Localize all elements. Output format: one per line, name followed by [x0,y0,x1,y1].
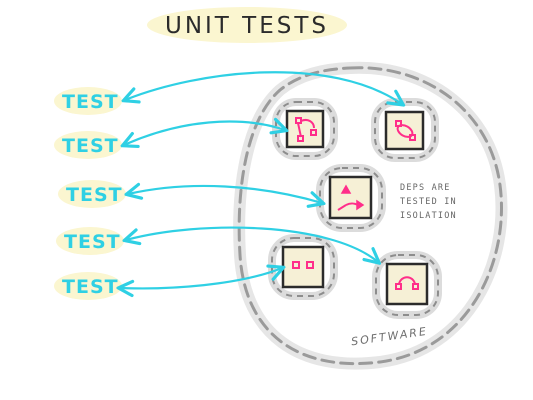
test-arrow [125,71,402,104]
test-highlight [58,180,126,208]
note-line: TESTED IN [400,197,457,207]
unit-halo-dash [375,254,439,316]
unit-halo-dash [374,101,436,159]
path-curve-icon [295,117,317,142]
test-arrow [120,268,282,288]
unit-square [281,245,325,289]
test-highlight [56,227,124,255]
note-line: ISOLATION [400,211,457,221]
test-arrow [126,226,378,262]
test-arrow [124,122,285,145]
test-item: TEST [58,180,126,208]
test-arrow [128,186,322,203]
software-label: SOFTWARE [350,325,428,349]
unit-box [371,98,439,162]
unit-components [268,98,442,319]
page-title: UNIT TESTS [165,13,329,39]
loop-curve-icon [395,120,416,141]
test-item: TEST [56,227,124,255]
unit-box [316,164,386,232]
arch-curve-icon [395,276,419,290]
test-arrows [120,71,402,288]
triangle-arrow-icon [337,184,365,211]
unit-square [384,110,425,151]
unit-box [372,251,442,319]
unit-square [285,109,325,149]
isolation-note: DEPS ARE TESTED IN ISOLATION [400,183,457,221]
test-list: TEST TEST TEST TEST TEST [54,87,126,300]
unit-square [328,175,373,220]
test-highlight [54,131,122,159]
test-highlight [54,87,122,115]
unit-halo-dash [319,167,383,229]
test-label: TEST [62,135,119,157]
unit-halo-dash [271,237,335,297]
test-item: TEST [54,131,122,159]
test-highlight [54,272,122,300]
test-label: TEST [62,276,119,298]
title-highlight [147,7,347,43]
unit-halo-dash [275,101,335,157]
unit-box [268,234,338,300]
test-item: TEST [54,272,122,300]
note-line: DEPS ARE [400,183,451,193]
title-block: UNIT TESTS [147,7,347,43]
test-label: TEST [62,91,119,113]
unit-square [385,262,429,306]
test-label: TEST [64,231,121,253]
test-label: TEST [66,184,123,206]
test-item: TEST [54,87,122,115]
